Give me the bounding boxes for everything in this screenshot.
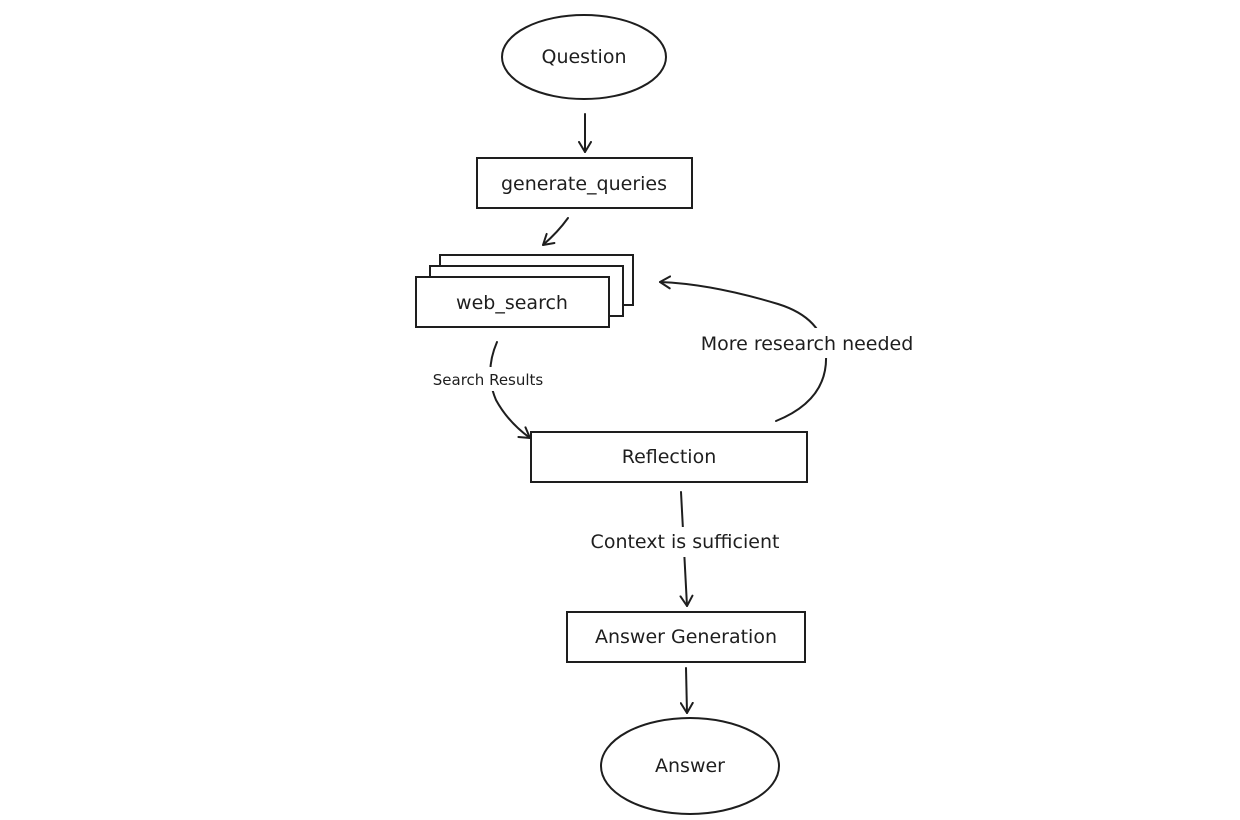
answer-generation-label: Answer Generation <box>595 626 777 648</box>
answer-label: Answer <box>655 755 725 777</box>
answer-generation-node: Answer Generation <box>566 611 806 663</box>
more-research-label: More research needed <box>701 333 914 355</box>
generate-queries-label: generate_queries <box>501 173 667 195</box>
context-sufficient-label-bg <box>566 527 804 557</box>
arrow-web-search-to-reflection <box>489 341 531 439</box>
reflection-label: Reflection <box>622 446 717 468</box>
context-sufficient-label: Context is sufficient <box>591 531 780 553</box>
generate-queries-node: generate_queries <box>476 157 693 209</box>
arrow-answer-generation-to-answer <box>679 667 694 714</box>
arrow-generate-queries-to-web-search <box>542 217 569 246</box>
answer-node: Answer <box>600 717 780 815</box>
arrow-reflection-loop-to-web-search <box>659 275 828 422</box>
reflection-node: Reflection <box>530 431 808 483</box>
question-node: Question <box>501 14 667 100</box>
web-search-node: web_search <box>415 254 634 328</box>
web-search-label: web_search <box>456 292 568 314</box>
more-research-label-bg <box>687 328 927 358</box>
web-search-stack-front <box>415 276 610 328</box>
search-results-label-bg <box>420 367 556 391</box>
search-results-label: Search Results <box>433 371 544 389</box>
question-label: Question <box>542 46 627 68</box>
